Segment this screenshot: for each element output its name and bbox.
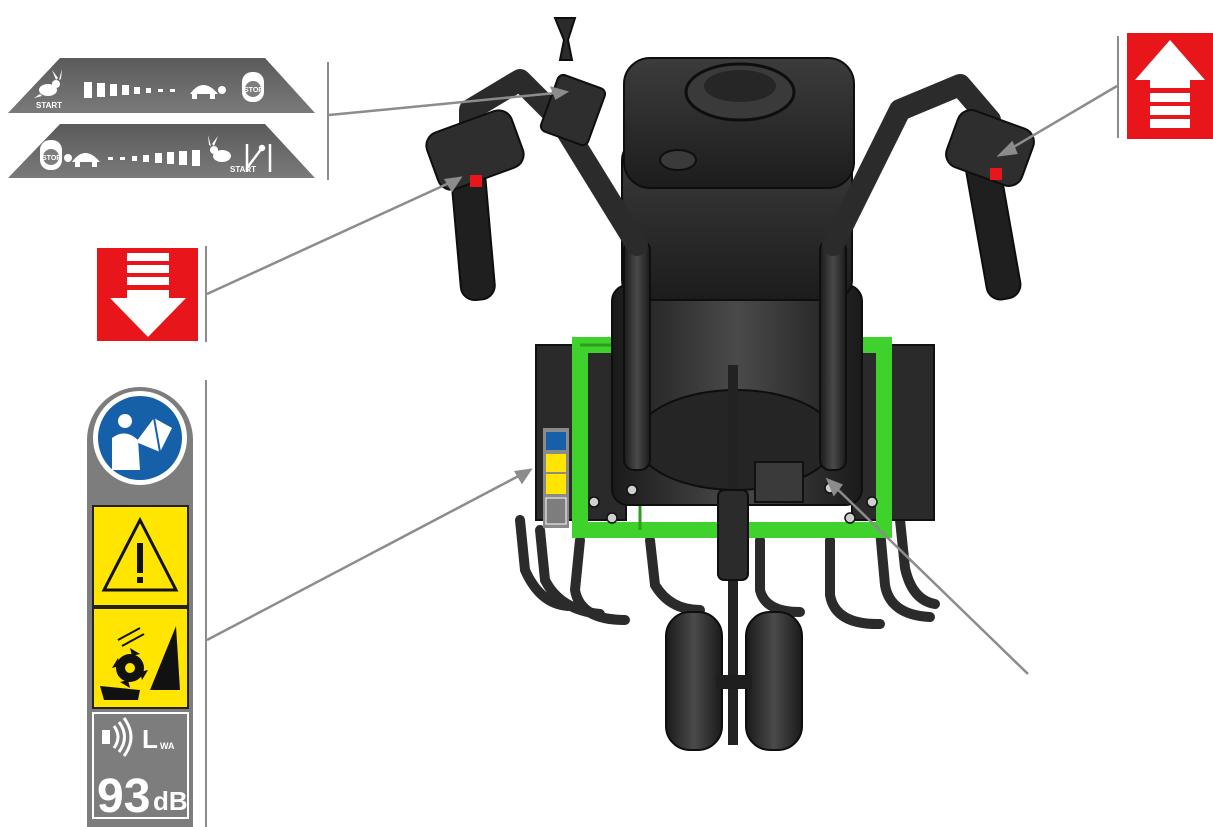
noise-level-panel: L WA 93 dB [92, 712, 189, 823]
throttle-decal: START STOP [8, 58, 329, 180]
leader-left-button [206, 176, 461, 296]
right-red-button [990, 168, 1002, 180]
turtle-icon [190, 85, 226, 99]
safety-label-strip: L WA 93 dB [87, 380, 207, 827]
leader-rating-plate [827, 479, 1029, 675]
throttle-scale-top [84, 82, 175, 98]
machine-decal [543, 428, 569, 528]
rotating-tines-hazard-icon [92, 607, 189, 709]
throttle-stop-label-bottom: STOP [42, 155, 61, 162]
leader-throttle [328, 90, 567, 117]
throttle-stop-label-top: STOP [244, 87, 263, 94]
tiller-machine [425, 17, 1035, 751]
throttle-lever [539, 17, 607, 147]
tines [515, 515, 940, 630]
left-red-button [470, 175, 482, 187]
throttle-plate-bottom: STOP START [8, 124, 315, 178]
rating-plate [754, 461, 804, 503]
noise-unit: dB [153, 786, 188, 816]
throttle-scale-bottom [108, 150, 200, 166]
right-transport-wheel [745, 611, 803, 751]
left-transport-wheel [665, 611, 723, 751]
right-upright [819, 239, 847, 471]
throttle-plate-top: START STOP [8, 58, 315, 113]
arrow-down-icon [97, 246, 207, 342]
leader-right-button [999, 84, 1118, 157]
choke-icon [245, 144, 272, 172]
turtle-icon [64, 153, 100, 167]
read-manual-icon [93, 391, 187, 485]
sound-icon [102, 717, 133, 757]
left-upright [623, 239, 651, 471]
throttle-start-label-top: START [36, 101, 62, 110]
stop-button-icon-top: STOP [242, 72, 264, 102]
noise-value: 93 [97, 770, 150, 823]
arrow-up-icon [1117, 33, 1213, 139]
warning-triangle-icon [92, 505, 189, 607]
noise-subscript: WA [160, 741, 175, 751]
stop-button-icon-bottom: STOP [40, 140, 62, 170]
leader-lines [206, 84, 1118, 675]
leader-safety-strip [206, 468, 531, 642]
throttle-start-label-bottom: START [230, 165, 256, 174]
oil-cap [659, 149, 697, 171]
rabbit-icon [34, 69, 62, 98]
noise-symbol: L [142, 724, 158, 754]
depth-bar [717, 489, 749, 581]
right-side-cover [851, 344, 935, 521]
rabbit-icon [208, 135, 231, 162]
